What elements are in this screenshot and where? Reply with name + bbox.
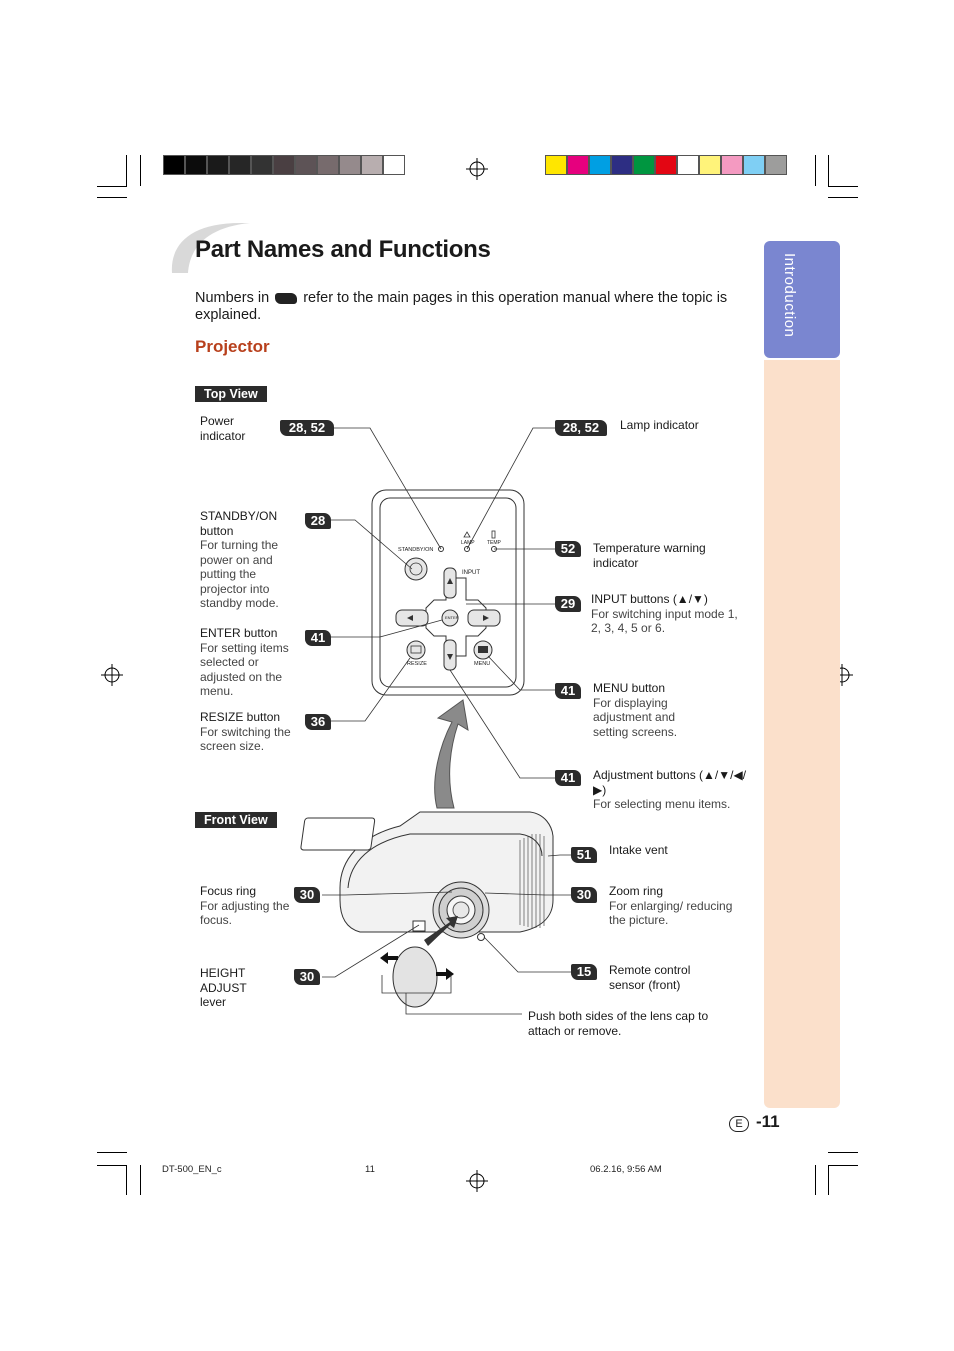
remote-sensor-page-ref: 15 [571,964,597,980]
input-buttons-page-ref: 29 [555,596,581,612]
footer-date: 06.2.16, 9:56 AM [590,1164,662,1175]
footer-page: 11 [365,1164,375,1175]
panel-label-enter: ENTER [445,615,459,620]
panel-label-input: INPUT [462,570,480,576]
focus-ring-page-ref: 30 [294,887,320,903]
intro-paragraph: Numbers in refer to the main pages in th… [195,290,728,323]
adjustment-buttons-page-ref: 41 [555,770,581,786]
resize-button-page-ref: 36 [305,714,331,730]
introduction-tab[interactable] [764,241,840,358]
footer-filename: DT-500_EN_c [162,1164,222,1175]
temp-indicator-page-ref: 52 [555,541,581,557]
zoom-ring-page-ref: 30 [571,887,597,903]
intake-vent-label: Intake vent [609,843,668,857]
remote-sensor-label: Remote control sensor (front) [609,963,691,992]
panel-label-resize: RESIZE [407,661,427,667]
page-title: Part Names and Functions [195,236,491,263]
side-panel [764,360,840,1108]
page-number: -11 [756,1112,780,1131]
title-swoosh-decoration [171,223,250,273]
page-ref-badge-icon [275,292,298,304]
page-language-badge: E [729,1116,749,1132]
temp-indicator-label: Temperature warning indicator [593,541,706,570]
adjustment-buttons-label: Adjustment buttons (▲/▼/◀/▶)For selectin… [593,768,747,811]
lamp-indicator-label: Lamp indicator [620,418,699,432]
section-heading: Projector [195,337,270,356]
introduction-tab-label: Introduction [781,253,798,338]
panel-label-temp: TEMP [487,540,501,546]
standby-button-page-ref: 28 [305,513,331,529]
lens-cap-instruction: Push both sides of the lens cap to attac… [528,1009,709,1038]
height-adjust-lever-page-ref: 30 [294,969,320,985]
power-indicator-page-ref: 28, 52 [280,420,334,436]
input-buttons-label: INPUT buttons (▲/▼)For switching input m… [591,592,738,635]
height-adjust-lever-label: HEIGHT ADJUST lever [200,966,247,1009]
front-view-label: Front View [195,812,277,828]
intake-vent-page-ref: 51 [571,847,597,863]
panel-label-lamp: LAMP [461,540,475,546]
lamp-indicator-page-ref: 28, 52 [555,420,607,436]
panel-label-standby: STANDBY/ON [398,547,434,553]
enter-button-page-ref: 41 [305,630,331,646]
top-view-label: Top View [195,386,267,402]
panel-label-menu: MENU [474,661,491,667]
power-indicator-label: Power indicator [200,414,246,443]
menu-button-page-ref: 41 [555,683,581,699]
